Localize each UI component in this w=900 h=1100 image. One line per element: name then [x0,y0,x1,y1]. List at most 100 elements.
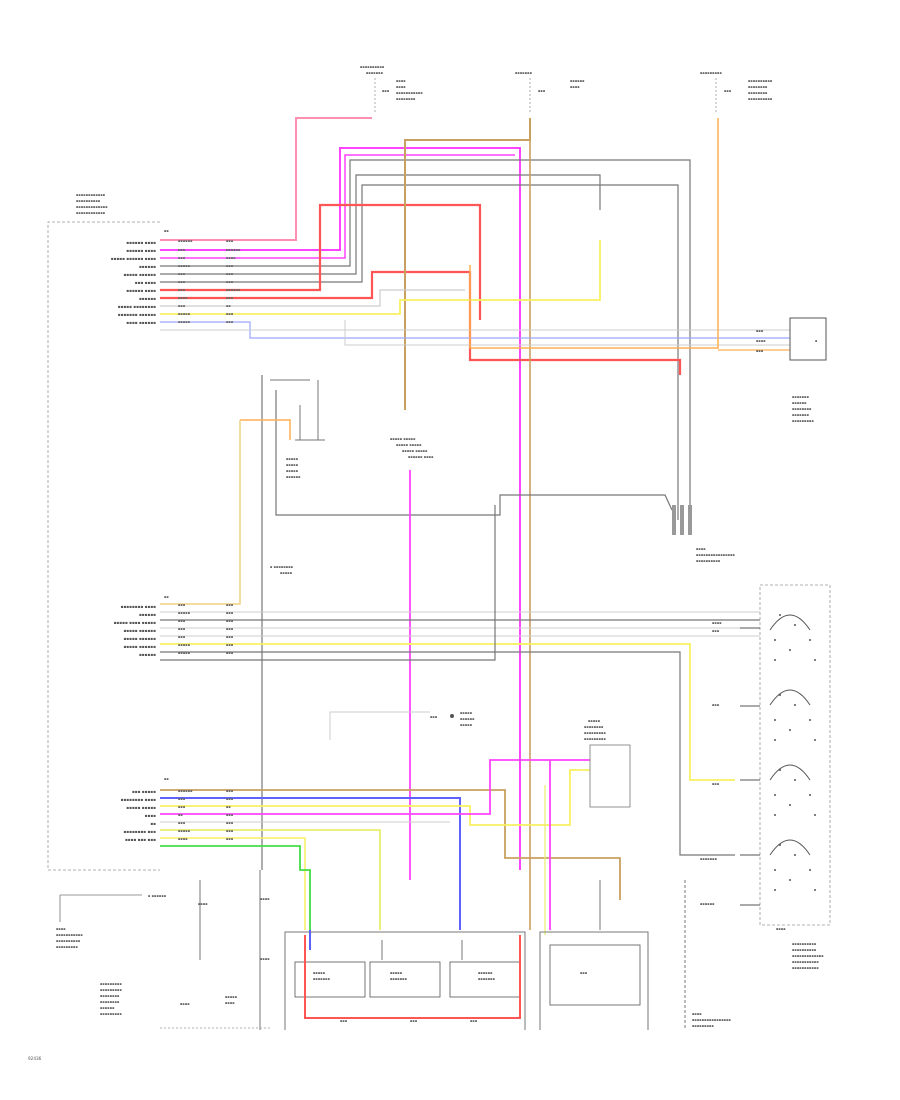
svg-text:▪▪▪: ▪▪▪ [178,280,186,284]
svg-text:▪▪▪▪▪▪▪▪▪: ▪▪▪▪▪▪▪▪▪ [56,945,78,949]
svg-text:▪▪▪▪: ▪▪▪▪ [696,547,706,551]
svg-text:▪▪▪: ▪▪▪ [226,821,234,825]
svg-text:▪▪▪: ▪▪▪ [226,296,234,300]
svg-text:▪▪▪▪▪▪: ▪▪▪▪▪▪ [139,612,156,617]
svg-text:▪▪▪: ▪▪▪ [178,619,186,623]
svg-text:▪▪▪: ▪▪▪ [178,627,186,631]
svg-text:▪▪▪▪▪: ▪▪▪▪▪ [178,829,191,833]
svg-text:▪▪▪: ▪▪▪ [226,627,234,631]
svg-text:▪▪▪▪: ▪▪▪▪ [260,957,270,961]
wires-lower [160,711,686,1030]
svg-text:▪▪▪: ▪▪▪ [756,349,764,353]
svg-text:▪▪▪▪▪: ▪▪▪▪▪ [178,643,191,647]
svg-text:▪▪▪▪▪▪▪▪▪▪: ▪▪▪▪▪▪▪▪▪▪ [792,942,817,946]
svg-text:▪▪▪▪▪▪: ▪▪▪▪▪▪ [226,248,241,252]
svg-text:▪▪▪▪▪: ▪▪▪▪▪ [390,971,403,975]
svg-text:▪▪▪▪▪▪▪: ▪▪▪▪▪▪▪ [792,395,810,399]
svg-text:▪▪▪▪▪▪▪: ▪▪▪▪▪▪▪ [390,977,408,981]
svg-text:▪▪▪▪▪▪▪: ▪▪▪▪▪▪▪ [700,857,718,861]
pcm-pin-labels: ▪▪▪▪▪▪ ▪▪▪▪ ▪▪▪▪▪▪ ▪▪▪▪ ▪▪▪▪▪ ▪▪▪▪▪▪ ▪▪▪… [111,240,156,842]
right-sensor: ▪ ▪▪▪ ▪▪▪▪ ▪▪▪ ▪▪▪▪▪▪▪ ▪▪▪▪▪▪ ▪▪▪▪▪▪▪▪ ▪… [756,317,827,423]
wire-tags-top: ▪▪▪▪▪▪▪▪▪ ▪▪▪▪▪▪▪▪▪ ▪▪▪▪▪▪▪ ▪▪▪▪▪▪▪▪ ▪▪▪… [178,239,241,324]
svg-text:▪▪▪▪▪ ▪▪▪▪▪: ▪▪▪▪▪ ▪▪▪▪▪ [402,449,428,453]
svg-text:▪▪▪▪▪▪▪▪ ▪▪▪▪: ▪▪▪▪▪▪▪▪ ▪▪▪▪ [121,797,157,802]
svg-text:▪▪: ▪▪ [178,813,183,817]
middle-components: ▪▪▪▪▪ ▪▪▪▪▪ ▪▪▪▪▪ ▪▪▪▪▪▪ ▪▪▪▪▪ ▪▪▪▪▪ ▪▪▪… [160,375,736,880]
svg-text:▪▪▪▪: ▪▪▪▪ [756,339,766,343]
svg-text:▪▪▪▪▪▪▪▪: ▪▪▪▪▪▪▪▪ [748,91,768,95]
svg-text:▪▪▪▪▪▪▪▪: ▪▪▪▪▪▪▪▪ [396,97,416,101]
svg-text:▪▪▪▪: ▪▪▪▪ [226,256,236,260]
svg-text:▪▪▪▪▪▪▪▪▪▪: ▪▪▪▪▪▪▪▪▪▪ [56,939,81,943]
svg-text:▪▪▪: ▪▪▪ [712,629,720,633]
svg-text:▪▪▪: ▪▪▪ [178,821,186,825]
svg-text:▪▪: ▪▪ [164,229,169,233]
svg-text:▪▪▪▪▪▪: ▪▪▪▪▪▪ [139,652,156,657]
pressure-switch: ▪▪▪▪▪ ▪▪▪▪▪▪▪▪ ▪▪▪▪▪▪▪▪▪ ▪▪▪▪▪▪▪▪▪ ▪▪▪ ▪… [430,711,631,808]
fuse-group-right: ▪▪▪▪▪▪▪▪▪ ▪▪▪ ▪▪▪▪▪▪▪▪▪▪ ▪▪▪▪▪▪▪▪ ▪▪▪▪▪▪… [700,71,773,112]
svg-text:▪▪: ▪▪ [150,821,156,826]
svg-text:▪▪▪: ▪▪▪ [226,651,234,655]
svg-text:▪▪▪▪▪: ▪▪▪▪▪ [225,995,238,999]
svg-text:▪▪: ▪▪ [164,777,169,781]
svg-text:▪▪▪: ▪▪▪ [226,789,234,793]
svg-text:▪▪▪: ▪▪▪ [178,272,186,276]
svg-text:▪▪▪▪: ▪▪▪▪ [198,902,208,906]
svg-text:▪▪▪▪▪: ▪▪▪▪▪ [588,719,601,723]
svg-text:▪▪▪▪▪▪: ▪▪▪▪▪▪ [792,401,807,405]
svg-text:▪▪▪: ▪▪▪ [756,329,764,333]
svg-text:▪▪▪▪▪ ▪▪▪▪▪: ▪▪▪▪▪ ▪▪▪▪▪ [126,805,156,810]
svg-text:▪▪: ▪▪ [226,304,231,308]
svg-text:▪▪▪▪ ▪▪▪ ▪▪▪: ▪▪▪▪ ▪▪▪ ▪▪▪ [125,837,156,842]
svg-text:▪▪▪▪▪▪▪▪▪▪▪: ▪▪▪▪▪▪▪▪▪▪▪ [792,966,819,970]
wire-tags-lower: ▪▪▪▪▪▪▪▪▪ ▪▪▪▪▪▪ ▪▪▪▪▪ ▪▪▪▪▪ ▪▪▪▪▪▪ ▪▪▪▪… [178,789,234,841]
svg-text:▪▪▪▪▪▪▪: ▪▪▪▪▪▪▪ [313,977,331,981]
svg-text:▪▪▪▪▪ ▪▪▪▪▪▪▪▪: ▪▪▪▪▪ ▪▪▪▪▪▪▪▪ [118,304,156,309]
svg-text:▪▪▪▪▪▪ ▪▪▪▪: ▪▪▪▪▪▪ ▪▪▪▪ [126,248,156,253]
solenoid-pack: ▪▪▪▪ ▪▪▪ ▪▪▪ ▪▪▪ ▪▪▪▪▪▪▪ ▪▪▪▪▪▪ ▪▪▪▪ ▪▪▪… [700,584,831,970]
svg-text:▪▪▪▪▪▪▪▪▪▪: ▪▪▪▪▪▪▪▪▪▪ [748,97,773,101]
svg-text:▪▪▪▪▪: ▪▪▪▪▪ [286,457,299,461]
svg-text:▪▪▪▪▪▪▪▪▪▪▪: ▪▪▪▪▪▪▪▪▪▪▪ [396,91,423,95]
svg-text:▪▪▪▪▪▪: ▪▪▪▪▪▪ [139,264,156,269]
svg-text:▪▪▪▪: ▪▪▪▪ [180,1002,190,1006]
svg-text:▪▪▪: ▪▪▪ [712,782,720,786]
svg-text:▪▪▪▪▪▪: ▪▪▪▪▪▪ [286,475,301,479]
svg-text:▪▪▪▪▪▪▪▪▪: ▪▪▪▪▪▪▪▪▪ [584,731,606,735]
svg-text:▪: ▪ [815,339,818,343]
svg-text:▪▪▪: ▪▪▪ [178,603,186,607]
bottom-left-component: ▪ ▪▪▪▪▪▪ ▪▪▪▪ ▪▪▪▪▪▪▪▪▪▪▪ ▪▪▪▪▪▪▪▪▪▪ ▪▪▪… [56,894,167,1016]
svg-text:▪▪▪▪▪▪▪▪ ▪▪▪: ▪▪▪▪▪▪▪▪ ▪▪▪ [123,829,156,834]
svg-text:▪▪▪▪▪ ▪▪▪▪▪▪: ▪▪▪▪▪ ▪▪▪▪▪▪ [123,272,156,277]
svg-text:▪▪▪: ▪▪▪ [226,312,234,316]
svg-text:▪▪▪▪▪ ▪▪▪▪ ▪▪▪▪▪: ▪▪▪▪▪ ▪▪▪▪ ▪▪▪▪▪ [114,620,157,625]
svg-text:▪▪▪▪▪▪▪: ▪▪▪▪▪▪▪ [515,71,533,75]
svg-text:▪▪▪▪▪▪▪▪▪: ▪▪▪▪▪▪▪▪▪ [692,1024,714,1028]
svg-text:▪▪▪▪: ▪▪▪▪ [692,1012,702,1016]
page-code: 92436 [28,1056,42,1061]
svg-text:▪▪▪▪▪: ▪▪▪▪▪ [178,611,191,615]
svg-text:▪▪▪: ▪▪▪ [178,248,186,252]
svg-text:▪▪▪: ▪▪▪ [226,837,234,841]
svg-text:▪▪▪▪: ▪▪▪▪ [396,85,406,89]
svg-text:▪▪▪: ▪▪▪ [226,603,234,607]
wire-tags-middle: ▪▪▪▪▪▪ ▪▪▪▪▪▪▪▪ ▪▪▪▪▪▪ ▪▪▪▪▪▪ ▪▪▪▪▪▪ ▪▪▪… [178,603,234,655]
svg-text:▪▪▪▪▪▪: ▪▪▪▪▪▪ [178,239,193,243]
svg-text:▪▪▪▪▪▪: ▪▪▪▪▪▪ [178,789,193,793]
svg-text:▪▪▪▪▪: ▪▪▪▪▪ [460,723,473,727]
svg-text:▪▪▪▪: ▪▪▪▪ [178,296,188,300]
svg-text:▪▪▪▪▪: ▪▪▪▪▪ [280,571,293,575]
svg-text:▪▪▪: ▪▪▪ [712,703,720,707]
svg-text:▪▪▪▪▪▪▪▪: ▪▪▪▪▪▪▪▪ [792,407,812,411]
svg-text:▪▪▪: ▪▪▪ [226,643,234,647]
svg-text:▪▪▪: ▪▪▪ [226,813,234,817]
svg-text:▪▪▪: ▪▪▪ [226,635,234,639]
svg-text:▪▪▪▪▪: ▪▪▪▪▪ [313,971,326,975]
fuse-group-left: ▪▪▪▪▪▪▪▪▪▪ ▪▪▪▪▪▪▪ ▪▪▪ ▪▪▪▪ ▪▪▪▪ ▪▪▪▪▪▪▪… [360,65,423,112]
svg-text:▪▪▪: ▪▪▪ [226,239,234,243]
svg-text:▪▪▪▪▪▪▪▪▪: ▪▪▪▪▪▪▪▪▪ [700,71,722,75]
svg-text:▪▪▪▪▪: ▪▪▪▪▪ [286,463,299,467]
svg-text:▪▪▪: ▪▪▪ [178,256,186,260]
svg-text:▪▪▪▪▪ ▪▪▪▪▪▪: ▪▪▪▪▪ ▪▪▪▪▪▪ [123,636,156,641]
